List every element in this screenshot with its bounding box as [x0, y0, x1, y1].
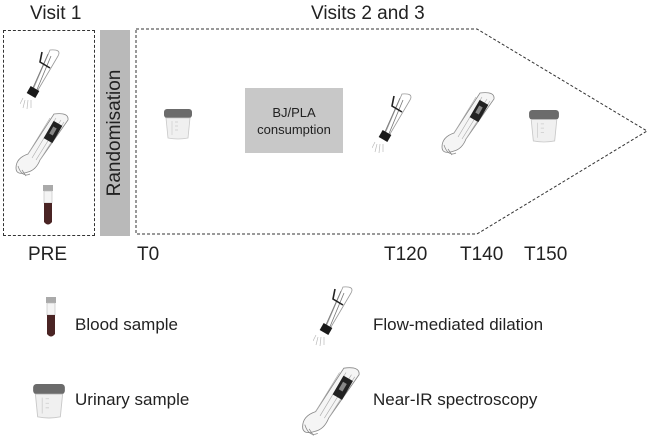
- timepoint-t120: T120: [384, 244, 428, 265]
- flow-mediated-dilation-icon: [372, 87, 416, 159]
- urine-cup-icon: [528, 104, 560, 148]
- consumption-box: BJ/PLA consumption: [245, 88, 343, 153]
- near-ir-spectroscopy-icon: [14, 112, 74, 182]
- consumption-line2: consumption: [257, 121, 331, 137]
- timepoint-pre: PRE: [28, 244, 68, 265]
- urine-cup-icon: [163, 103, 193, 145]
- flow-mediated-dilation-icon: [20, 48, 64, 110]
- timepoint-t0: T0: [137, 244, 160, 265]
- blood-tube-icon: [42, 185, 54, 227]
- visit1-box: [3, 30, 95, 236]
- legend-flow-mediated-dilation: Flow-mediated dilation: [373, 315, 544, 334]
- legend-near-ir-spectroscopy: Near-IR spectroscopy: [373, 390, 538, 409]
- near-ir-spectroscopy-icon: [440, 88, 500, 164]
- visits23-header: Visits 2 and 3: [311, 3, 425, 24]
- legend-blood-sample: Blood sample: [75, 315, 179, 334]
- legend-near-ir-spectroscopy-icon: [300, 366, 366, 442]
- legend-urine-cup-icon: [32, 378, 66, 424]
- timepoint-t140: T140: [460, 244, 504, 265]
- timepoint-t150: T150: [524, 244, 568, 265]
- consumption-line1: BJ/PLA: [272, 104, 316, 120]
- randomisation-bar: Randomisation: [100, 30, 130, 236]
- legend-flow-mediated-dilation-icon: [313, 281, 357, 351]
- legend-blood-tube-icon: [45, 292, 57, 344]
- visit1-header: Visit 1: [30, 3, 82, 24]
- legend-urinary-sample: Urinary sample: [75, 390, 190, 409]
- randomisation-label: Randomisation: [104, 69, 125, 197]
